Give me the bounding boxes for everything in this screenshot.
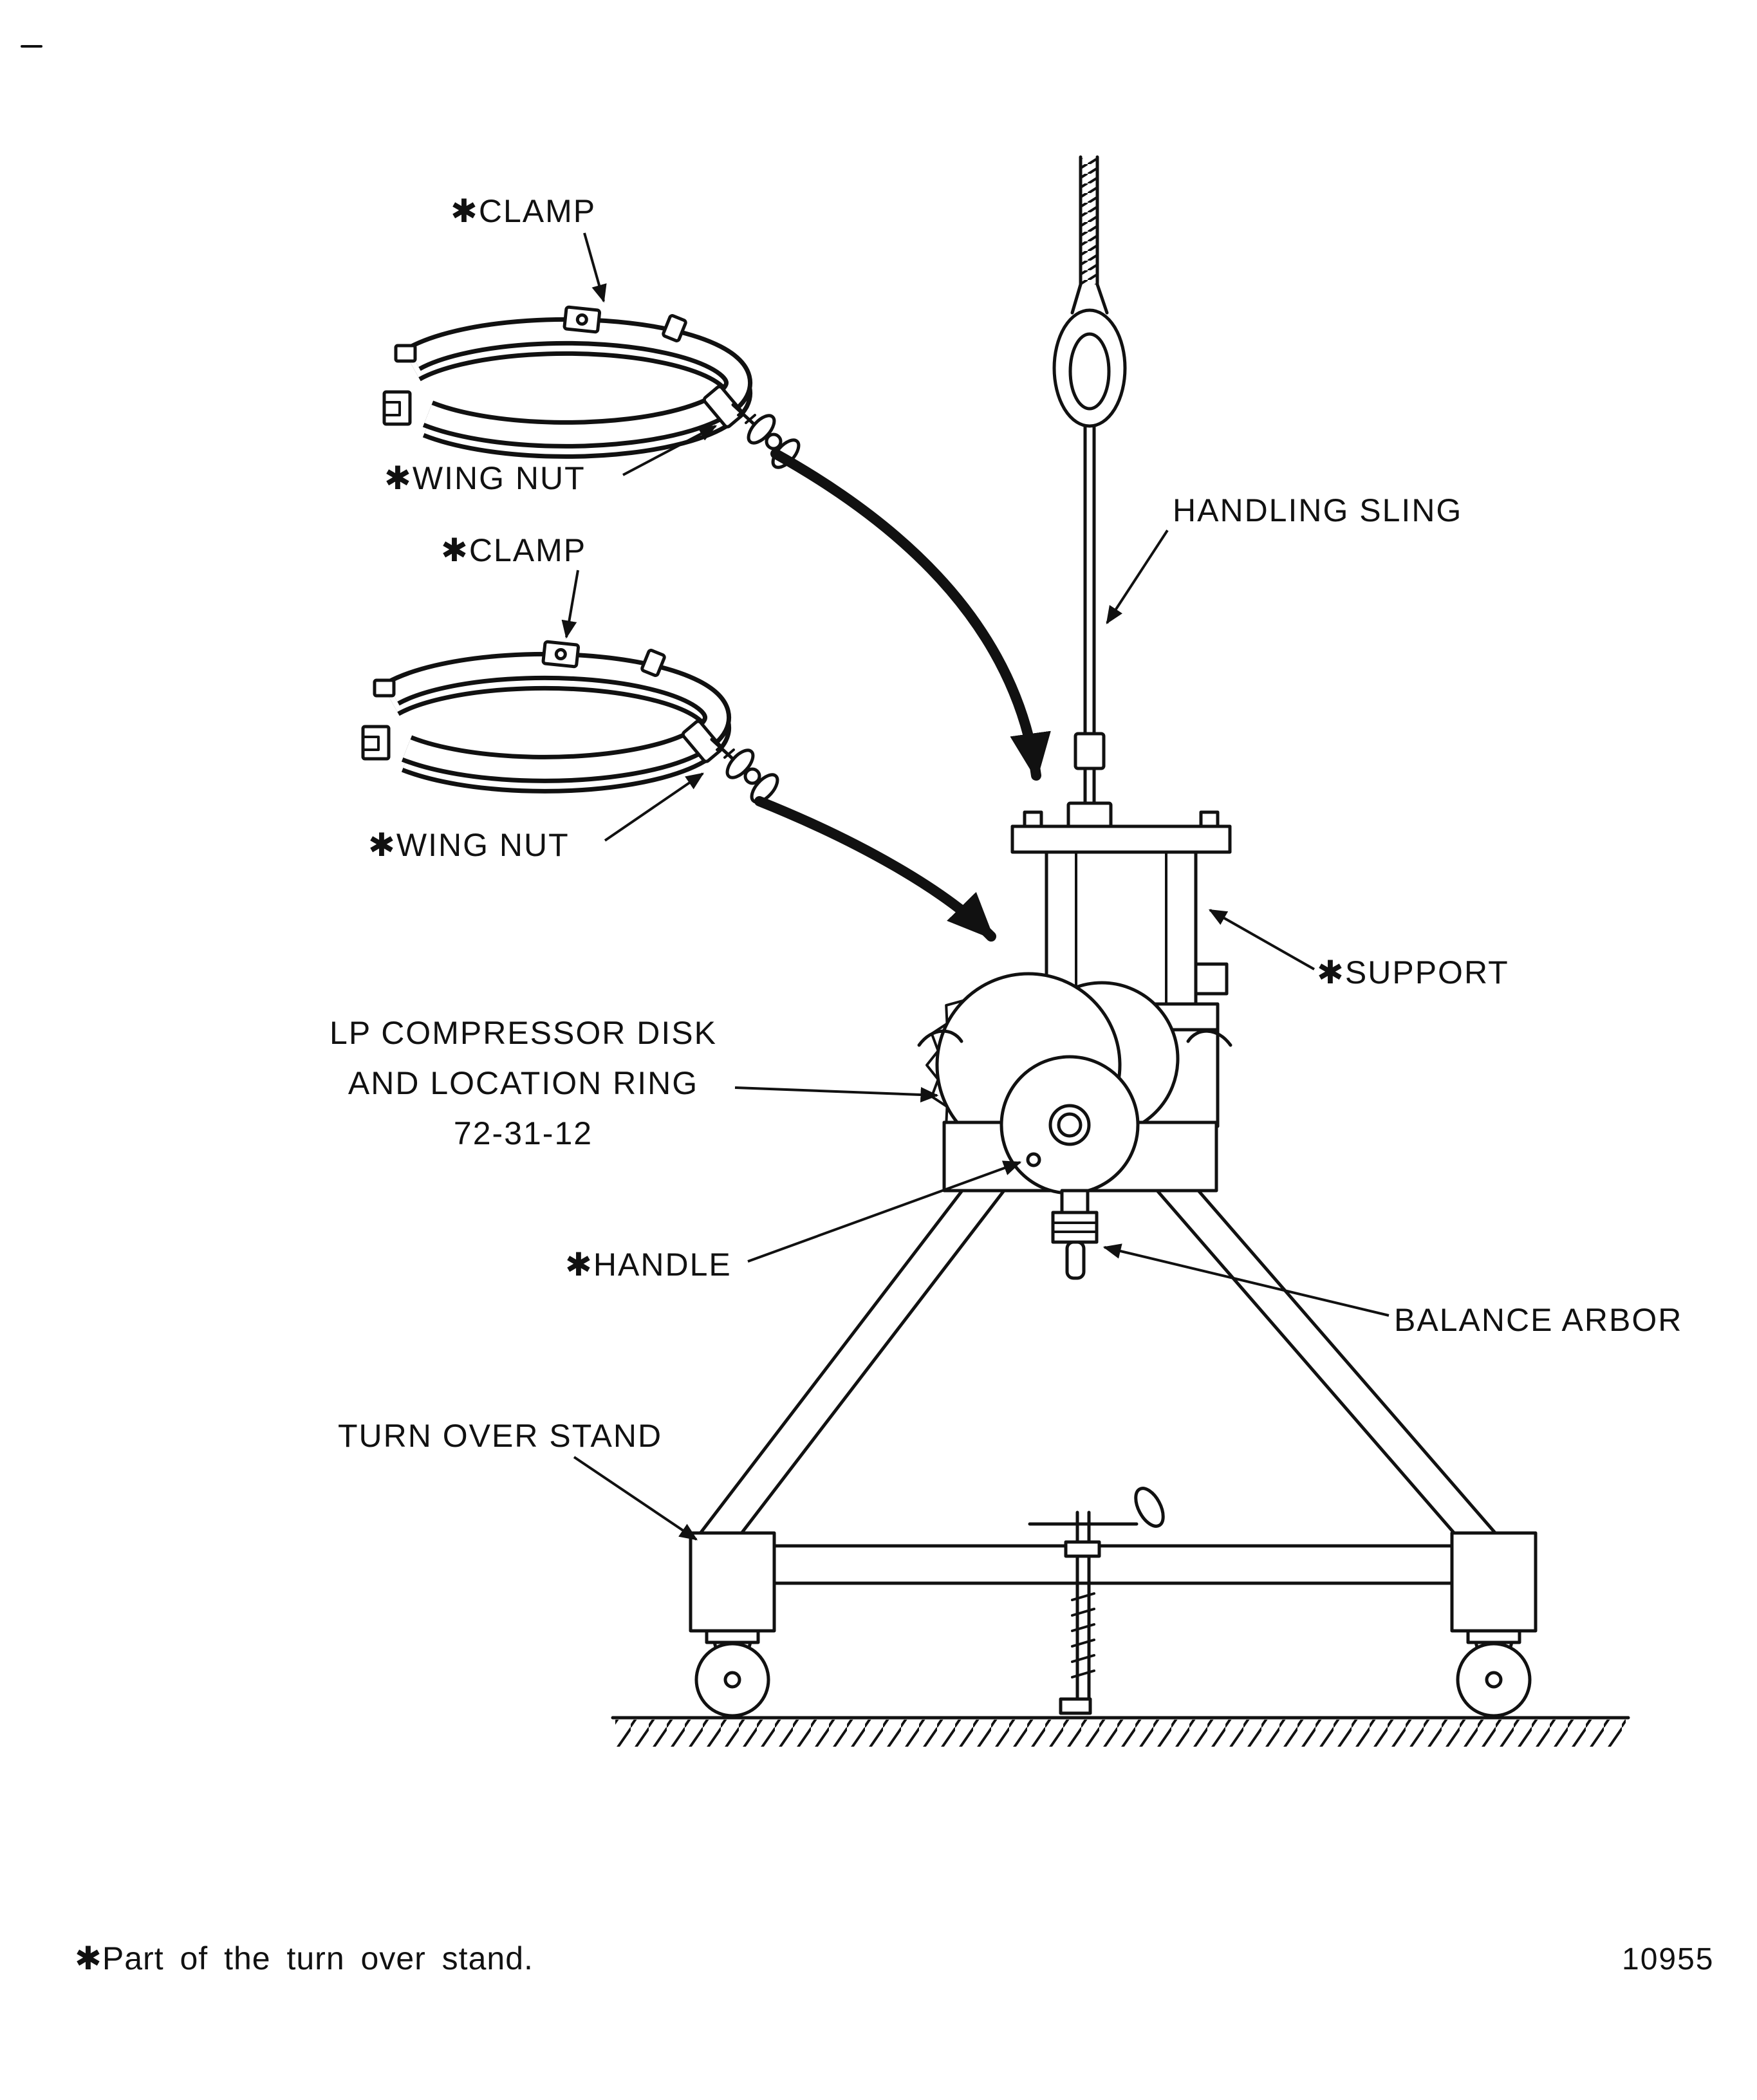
jack-nut bbox=[1064, 1540, 1101, 1558]
clamp-bottom bbox=[363, 642, 782, 806]
label-clamp-top: ✱CLAMP bbox=[451, 193, 596, 229]
ground bbox=[611, 1716, 1630, 1747]
leader-turn-over-stand bbox=[573, 1456, 698, 1541]
clamp-top bbox=[384, 307, 803, 472]
leader-lines bbox=[561, 232, 1390, 1541]
label-lp-disk-line2: AND LOCATION RING bbox=[348, 1065, 698, 1101]
label-balance-arbor: BALANCE ARBOR bbox=[1394, 1302, 1682, 1338]
label-handling-sling: HANDLING SLING bbox=[1173, 492, 1462, 528]
leader-wing-nut-bottom bbox=[604, 772, 704, 842]
balance-arbor bbox=[1051, 1189, 1099, 1280]
leader-handling-sling bbox=[1106, 529, 1169, 625]
leader-balance-arbor bbox=[1102, 1243, 1390, 1317]
right-hook-bracket bbox=[1186, 1029, 1232, 1047]
leader-clamp-top bbox=[583, 232, 607, 303]
jack-foot bbox=[1059, 1697, 1092, 1715]
footnote: ✱Part of the turn over stand. bbox=[75, 1940, 534, 1976]
leader-clamp-bottom bbox=[561, 570, 579, 639]
left-leg bbox=[697, 1189, 1006, 1537]
label-wing-nut-bottom: ✱WING NUT bbox=[368, 827, 570, 863]
rope bbox=[1081, 158, 1097, 284]
label-lp-disk-line1: LP COMPRESSOR DISK bbox=[330, 1015, 717, 1051]
leveling-jack bbox=[1028, 1487, 1165, 1715]
leader-handle bbox=[747, 1160, 1022, 1263]
placement-arrow-top bbox=[770, 449, 1051, 781]
figure-number: 10955 bbox=[1622, 1942, 1714, 1976]
label-support: ✱SUPPORT bbox=[1317, 954, 1509, 990]
label-handle: ✱HANDLE bbox=[565, 1247, 732, 1283]
disk-serration bbox=[925, 999, 965, 1131]
support-top-flange bbox=[1010, 824, 1232, 854]
rod-fitting bbox=[1074, 732, 1106, 770]
hub-hole bbox=[1026, 1152, 1041, 1167]
right-leg bbox=[1155, 1189, 1499, 1537]
support-side-tab bbox=[1194, 962, 1229, 996]
leader-support bbox=[1208, 909, 1315, 971]
location-ring-hub bbox=[999, 1055, 1140, 1195]
label-clamp-bottom: ✱CLAMP bbox=[441, 532, 586, 568]
leader-wing-nut-top bbox=[622, 425, 718, 476]
jack-handle-knob bbox=[1134, 1487, 1165, 1528]
bottom-beam bbox=[772, 1544, 1454, 1585]
label-turn-over-stand: TURN OVER STAND bbox=[338, 1418, 662, 1454]
label-wing-nut-top: ✱WING NUT bbox=[384, 460, 586, 496]
left-caster bbox=[689, 1531, 776, 1718]
support-body bbox=[1045, 850, 1198, 1008]
placement-arrow-bottom bbox=[754, 796, 996, 942]
ground-hatch bbox=[615, 1720, 1626, 1747]
turn-over-stand-frame bbox=[689, 1120, 1538, 1718]
handling-sling-assembly bbox=[1052, 155, 1127, 831]
left-hook-bracket bbox=[917, 1029, 963, 1047]
leader-lp-disk bbox=[734, 1086, 939, 1103]
right-caster bbox=[1450, 1531, 1538, 1718]
label-lp-disk-line3: 72-31-12 bbox=[454, 1115, 593, 1151]
